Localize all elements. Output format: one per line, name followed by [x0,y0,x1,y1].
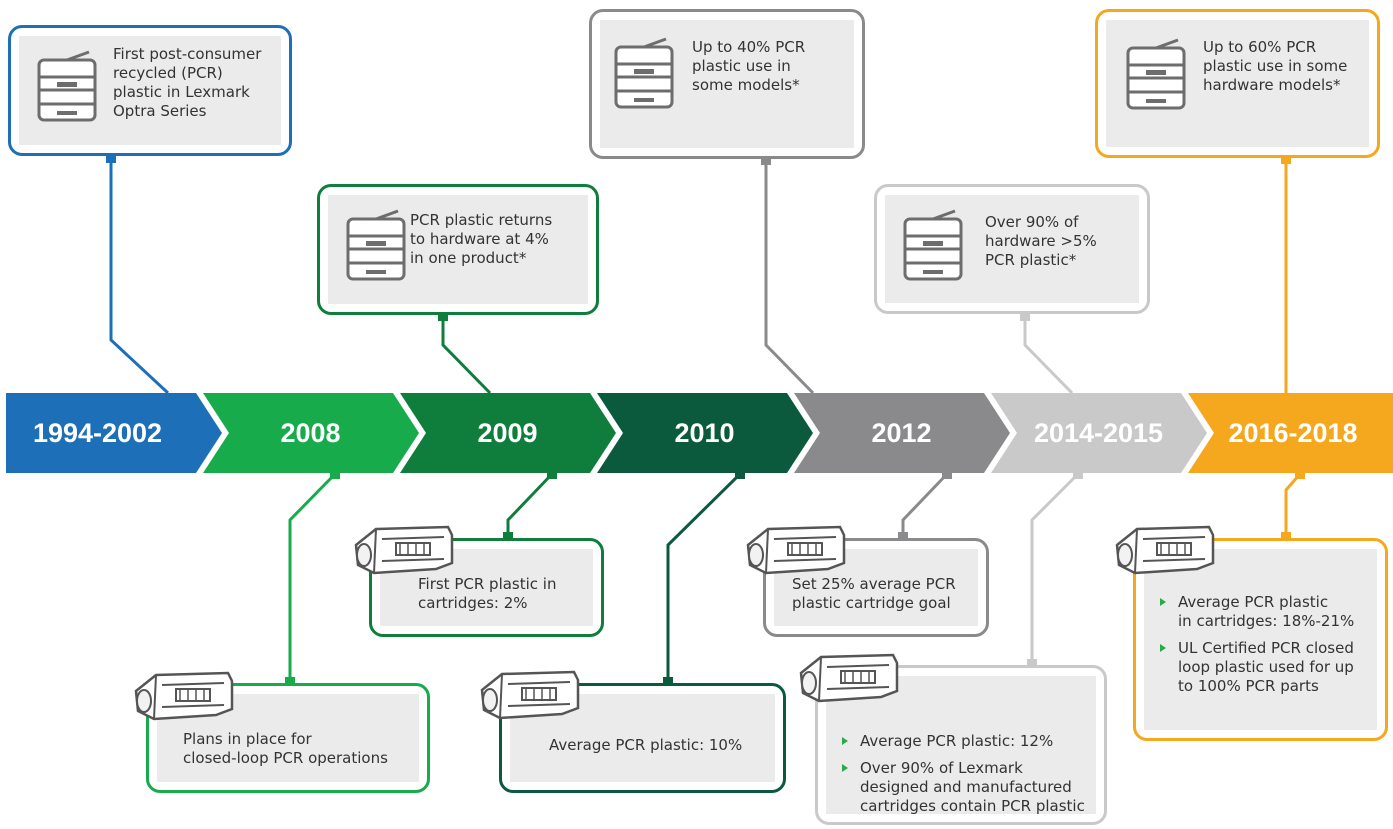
bullet-list: Average PCR plastic in cartridges: 18%-2… [1158,593,1354,704]
connector-line [901,472,949,538]
card-text: First post-consumer recycled (PCR) plast… [113,45,262,120]
connector-line [1030,472,1080,665]
top-card-1994-2002: First post-consumer recycled (PCR) plast… [8,25,292,156]
year-arrow [203,393,419,473]
year-band-arrows [6,393,1393,473]
printer-icon [346,209,406,287]
bottom-card-2016-2018: Average PCR plastic in cartridges: 18%-2… [1133,538,1388,741]
connector-line [1023,316,1074,395]
card-text: PCR plastic returns to hardware at 4% in… [410,211,553,267]
top-card-2009: PCR plastic returns to hardware at 4% in… [317,184,599,315]
connector-line [506,472,554,538]
printer-icon [903,209,963,287]
year-label-2010: 2010 [674,417,735,448]
card-text: Set 25% average PCR plastic cartridge go… [792,575,956,612]
top-card-2012: Up to 40% PCR plastic use in some models… [589,9,865,159]
connector-line [764,160,815,395]
card-text: Over 90% of hardware >5% PCR plastic* [985,213,1097,269]
connector-line [1284,473,1302,538]
year-arrow [1188,393,1393,473]
year-label-2014-2015: 2014-2015 [1033,417,1164,448]
year-arrow [991,393,1207,473]
toner-cartridge-icon [797,645,901,717]
bottom-card-2014-2015: Average PCR plastic: 12% Over 90% of Lex… [815,665,1107,825]
connector-line [288,472,337,683]
printer-icon [37,50,97,128]
year-label-2012: 2012 [871,417,932,448]
top-card-2014-2015: Over 90% of hardware >5% PCR plastic* [874,184,1150,314]
bottom-card-2008: Plans in place for closed-loop PCR opera… [146,683,430,793]
connector-line [441,316,492,395]
year-band: 1994-2002 2008 2009 2010 2012 2014-2015 2016-2… [0,393,1393,473]
connector-line [666,472,742,683]
top-card-2016-2018: Up to 60% PCR plastic use in some hardwa… [1095,9,1380,158]
connector-line [109,158,170,395]
year-label-2016-2018: 2016-2018 [1228,417,1358,448]
list-item: UL Certified PCR closed loop plastic use… [1158,639,1354,696]
year-arrow [400,393,616,473]
list-item: Over 90% of Lexmark designed and manufac… [840,759,1085,816]
list-item: Average PCR plastic: 12% [840,732,1085,751]
year-label-2009: 2009 [477,417,538,448]
card-text: Up to 60% PCR plastic use in some hardwa… [1203,38,1348,94]
card-text: First PCR plastic in cartridges: 2% [418,575,557,612]
year-label-1994-2002: 1994-2002 [32,417,163,448]
toner-cartridge-icon [132,663,236,735]
printer-icon [1126,38,1186,116]
printer-icon [614,37,674,115]
year-arrow [6,393,222,473]
year-arrow [794,393,1010,473]
toner-cartridge-icon [1113,517,1217,589]
toner-cartridge-icon [744,517,848,589]
card-text: Average PCR plastic: 10% [549,736,743,754]
list-item: Average PCR plastic in cartridges: 18%-2… [1158,593,1354,631]
year-arrow [597,393,813,473]
toner-cartridge-icon [352,517,456,589]
year-label-2008: 2008 [280,417,341,448]
card-text: Up to 40% PCR plastic use in some models… [692,38,806,94]
card-text: Plans in place for closed-loop PCR opera… [183,730,388,767]
toner-cartridge-icon [478,662,582,734]
bullet-list: Average PCR plastic: 12% Over 90% of Lex… [840,732,1085,824]
